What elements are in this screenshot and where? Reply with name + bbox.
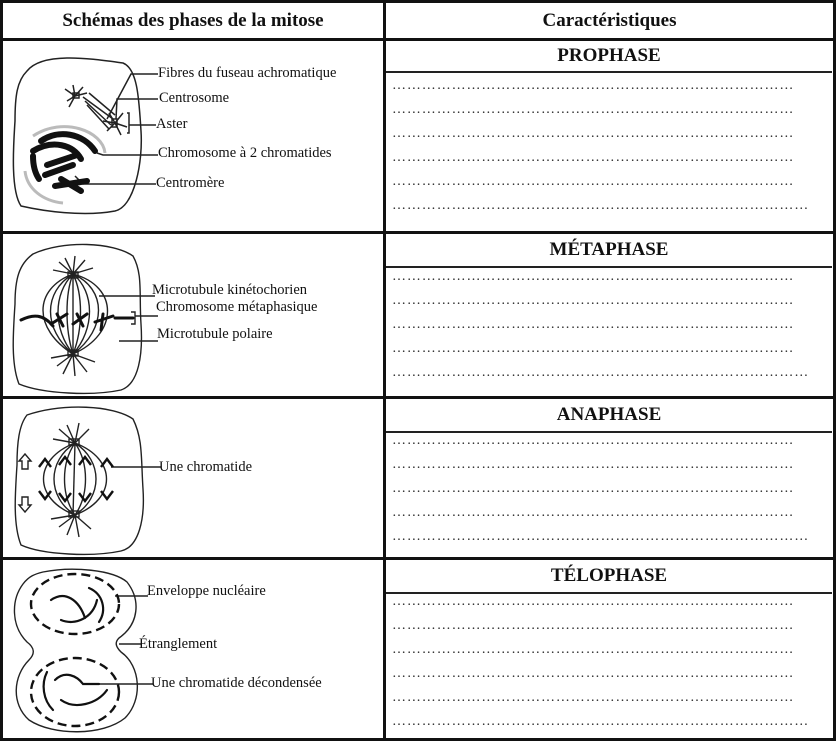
answer-line[interactable]: …………………………………………………………………………	[392, 715, 810, 729]
label-enveloppe-nucleaire: Enveloppe nucléaire	[147, 583, 266, 599]
answer-line[interactable]: …………………………………………………………………………	[392, 366, 810, 380]
answer-line[interactable]: ………………………………………………………………………	[392, 619, 795, 633]
answer-line[interactable]: ………………………………………………………………………	[392, 151, 795, 165]
label-chromosome-2-chromatides: Chromosome à 2 chromatides	[158, 145, 332, 161]
answer-line[interactable]: ………………………………………………………………………	[392, 342, 795, 356]
telophase-diagram	[13, 568, 153, 733]
row-divider-3	[0, 557, 836, 560]
phase-title-metaphase: MÉTAPHASE	[386, 234, 832, 268]
label-fibres-fuseau: Fibres du fuseau achromatique	[158, 65, 337, 81]
anaphase-diagram	[14, 406, 161, 556]
answer-line[interactable]: ………………………………………………………………………	[392, 434, 795, 448]
answer-line[interactable]: ………………………………………………………………………	[392, 127, 795, 141]
row-divider-2	[0, 396, 836, 399]
table-border-right	[833, 0, 836, 741]
column-divider	[383, 0, 386, 741]
column-header-caracteristiques: Caractéristiques	[542, 9, 677, 31]
answer-line[interactable]: ………………………………………………………………………	[392, 643, 795, 657]
header-divider	[0, 38, 836, 41]
label-centromere: Centromère	[156, 175, 225, 191]
answer-line[interactable]: ………………………………………………………………………	[392, 458, 795, 472]
answer-line[interactable]: ………………………………………………………………………	[392, 667, 795, 681]
table-border-left	[0, 0, 3, 741]
answer-line[interactable]: ………………………………………………………………………	[392, 506, 795, 520]
prophase-diagram	[12, 57, 158, 215]
table-border-bottom	[0, 738, 836, 741]
answer-line[interactable]: ………………………………………………………………………	[392, 79, 795, 93]
answer-line[interactable]: ………………………………………………………………………	[392, 691, 795, 705]
answer-line[interactable]: …………………………………………………………………………	[392, 199, 810, 213]
answer-line[interactable]: …………………………………………………………………………	[392, 530, 810, 544]
answer-line[interactable]: ………………………………………………………………………	[392, 595, 795, 609]
column-header-schemas: Schémas des phases de la mitose	[62, 9, 324, 31]
phase-title-anaphase: ANAPHASE	[386, 399, 832, 433]
label-chromatide-decondensee: Une chromatide décondensée	[151, 675, 322, 691]
answer-line[interactable]: ………………………………………………………………………	[392, 294, 795, 308]
answer-line[interactable]: ………………………………………………………………………	[392, 482, 795, 496]
label-microtubule-kinetochorien: Microtubule kinétochorien	[152, 282, 308, 298]
phase-title-telophase: TÉLOPHASE	[386, 560, 832, 594]
answer-line[interactable]: ………………………………………………………………………	[392, 103, 795, 117]
phase-title-prophase: PROPHASE	[386, 41, 832, 73]
row-divider-1	[0, 231, 836, 234]
table-border-top	[0, 0, 836, 3]
label-aster: Aster	[156, 116, 188, 132]
label-chromosome-metaphasique: Chromosome métaphasique	[156, 299, 318, 315]
answer-line[interactable]: ………………………………………………………………………	[392, 175, 795, 189]
answer-line[interactable]: ………………………………………………………………………	[392, 270, 795, 284]
metaphase-diagram	[12, 243, 158, 395]
answer-line[interactable]: ………………………………………………………………………	[392, 318, 795, 332]
label-microtubule-polaire: Microtubule polaire	[157, 326, 273, 342]
label-une-chromatide: Une chromatide	[159, 459, 253, 475]
label-centrosome: Centrosome	[159, 90, 230, 106]
label-etranglement: Étranglement	[139, 636, 218, 652]
